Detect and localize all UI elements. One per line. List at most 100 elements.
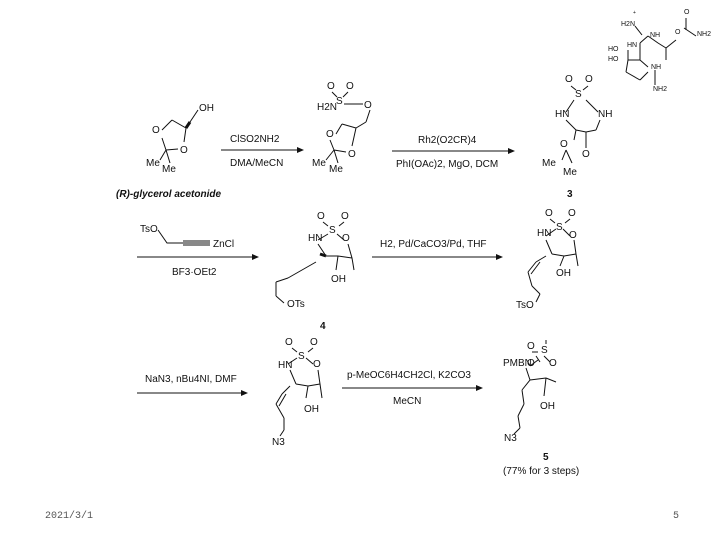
c2-bonds bbox=[325, 91, 371, 164]
compound-alkene: O O S HN O OH TsO bbox=[516, 208, 579, 311]
c2-o-2: O bbox=[346, 81, 354, 92]
c2-s: S bbox=[336, 96, 343, 107]
target-plus: + bbox=[633, 10, 636, 16]
arrow-5-top: NaN3, nBu4NI, DMF bbox=[145, 374, 237, 385]
c3-nh: NH bbox=[598, 109, 612, 120]
c5-bonds bbox=[513, 340, 557, 435]
arrow-3-zncl: ZnCl bbox=[213, 239, 234, 250]
arrow-6-top: p-MeOC6H4CH2Cl, K2CO3 bbox=[347, 370, 471, 381]
c1-o-1: O bbox=[152, 125, 160, 136]
c5-o-3: O bbox=[549, 358, 557, 369]
footer-date: 2021/3/1 bbox=[45, 511, 94, 522]
c2-me-2: Me bbox=[329, 164, 343, 175]
c4-o-1: O bbox=[317, 211, 325, 222]
arrow-5: NaN3, nBu4NI, DMF bbox=[137, 374, 248, 396]
cz-oh: OH bbox=[304, 404, 319, 415]
c2-o-1: O bbox=[327, 81, 335, 92]
c3-o-4: O bbox=[582, 149, 590, 160]
arrow-2-top: Rh2(O2CR)4 bbox=[418, 135, 477, 146]
c1-bonds bbox=[159, 109, 199, 164]
arrow-2: Rh2(O2CR)4 PhI(OAc)2, MgO, DCM bbox=[392, 135, 515, 170]
target-nh2-2: NH2 bbox=[697, 31, 711, 38]
c2-h2n: H2N bbox=[317, 102, 337, 113]
c1-me-2: Me bbox=[162, 164, 176, 175]
target-h2n: H2N bbox=[621, 21, 635, 28]
compound-5: O S O O PMBN OH N3 5 (77% for 3 steps) bbox=[503, 340, 579, 477]
arrow-3: TsO ZnCl BF3·OEt2 bbox=[137, 224, 259, 278]
c4-label: 4 bbox=[320, 321, 326, 332]
c4-o-2: O bbox=[341, 211, 349, 222]
target-hn: HN bbox=[627, 42, 637, 49]
c3-s: S bbox=[575, 89, 582, 100]
c3-me-2: Me bbox=[563, 167, 577, 178]
target-nh-2: NH bbox=[651, 64, 661, 71]
ca-s: S bbox=[556, 222, 563, 233]
c3-o-1: O bbox=[565, 74, 573, 85]
target-bonds bbox=[625, 18, 697, 85]
c4-ots: OTs bbox=[287, 299, 305, 310]
c4-wedge bbox=[319, 252, 327, 258]
compound-4: O O S HN O OH OTs 4 bbox=[275, 211, 355, 332]
c4-oh: OH bbox=[331, 274, 346, 285]
c3-hn: HN bbox=[555, 109, 569, 120]
footer-page-number: 5 bbox=[673, 511, 680, 522]
arrow-6-bottom: MeCN bbox=[393, 396, 421, 407]
c1-oh: OH bbox=[199, 103, 214, 114]
c5-s: S bbox=[541, 345, 548, 356]
ca-bonds bbox=[527, 218, 579, 303]
ca-tso: TsO bbox=[516, 300, 534, 311]
cz-o-3: O bbox=[313, 359, 321, 370]
ca-o-2: O bbox=[568, 208, 576, 219]
target-structure: H2N + NH HN HO HO NH NH2 O O NH2 bbox=[608, 9, 711, 93]
target-nh: NH bbox=[650, 32, 660, 39]
cz-s: S bbox=[298, 351, 305, 362]
c5-label: 5 bbox=[543, 452, 549, 463]
arrow-6: p-MeOC6H4CH2Cl, K2CO3 MeCN bbox=[342, 370, 483, 407]
cz-hn: HN bbox=[278, 360, 292, 371]
ca-o-3: O bbox=[569, 230, 577, 241]
arrow-2-bottom: PhI(OAc)2, MgO, DCM bbox=[396, 159, 498, 170]
target-o: O bbox=[684, 9, 690, 16]
c1-label: (R)-glycerol acetonide bbox=[116, 189, 221, 200]
c1-o-2: O bbox=[180, 145, 188, 156]
target-ho-1: HO bbox=[608, 46, 619, 53]
c5-oh: OH bbox=[540, 401, 555, 412]
c5-o-2: O bbox=[527, 358, 535, 369]
c4-s: S bbox=[329, 225, 336, 236]
arrow-1-bottom: DMA/MeCN bbox=[230, 158, 283, 169]
target-ho-2: HO bbox=[608, 56, 619, 63]
arrow-1-top: ClSO2NH2 bbox=[230, 134, 280, 145]
c2-o-4: O bbox=[326, 129, 334, 140]
compound-1: OH O O Me Me (R)-glycerol acetonide bbox=[116, 103, 221, 200]
arrow-3-bottom: BF3·OEt2 bbox=[172, 267, 217, 278]
c3-o-2: O bbox=[585, 74, 593, 85]
ca-oh: OH bbox=[556, 268, 571, 279]
compound-2: O O S H2N O O O Me Me bbox=[312, 81, 372, 175]
c5-n3: N3 bbox=[504, 433, 517, 444]
arrow-3-tso: TsO bbox=[140, 224, 158, 235]
arrow-4-top: H2, Pd/CaCO3/Pd, THF bbox=[380, 239, 487, 250]
target-o-2: O bbox=[675, 29, 681, 36]
c2-o-5: O bbox=[348, 149, 356, 160]
cz-n3: N3 bbox=[272, 437, 285, 448]
compound-azide: O O S HN O OH N3 bbox=[272, 337, 323, 448]
compound-3: O O S HN NH O O Me Me 3 bbox=[542, 74, 612, 200]
cz-o-2: O bbox=[310, 337, 318, 348]
ca-hn: HN bbox=[537, 228, 551, 239]
c4-bonds bbox=[275, 221, 355, 304]
arrow-3-reagent-bonds bbox=[157, 229, 210, 246]
c3-me-1: Me bbox=[542, 158, 556, 169]
c4-hn: HN bbox=[308, 233, 322, 244]
arrow-1: ClSO2NH2 DMA/MeCN bbox=[221, 134, 304, 169]
c1-wedge bbox=[184, 121, 192, 129]
c1-me-1: Me bbox=[146, 158, 160, 169]
c3-o-3: O bbox=[560, 139, 568, 150]
cz-bonds bbox=[275, 347, 323, 437]
c3-label: 3 bbox=[567, 189, 573, 200]
c2-me-1: Me bbox=[312, 158, 326, 169]
c3-bonds bbox=[561, 85, 601, 164]
target-nh2: NH2 bbox=[653, 86, 667, 93]
c2-o-3: O bbox=[364, 100, 372, 111]
c5-pmbn: PMBN bbox=[503, 358, 532, 369]
